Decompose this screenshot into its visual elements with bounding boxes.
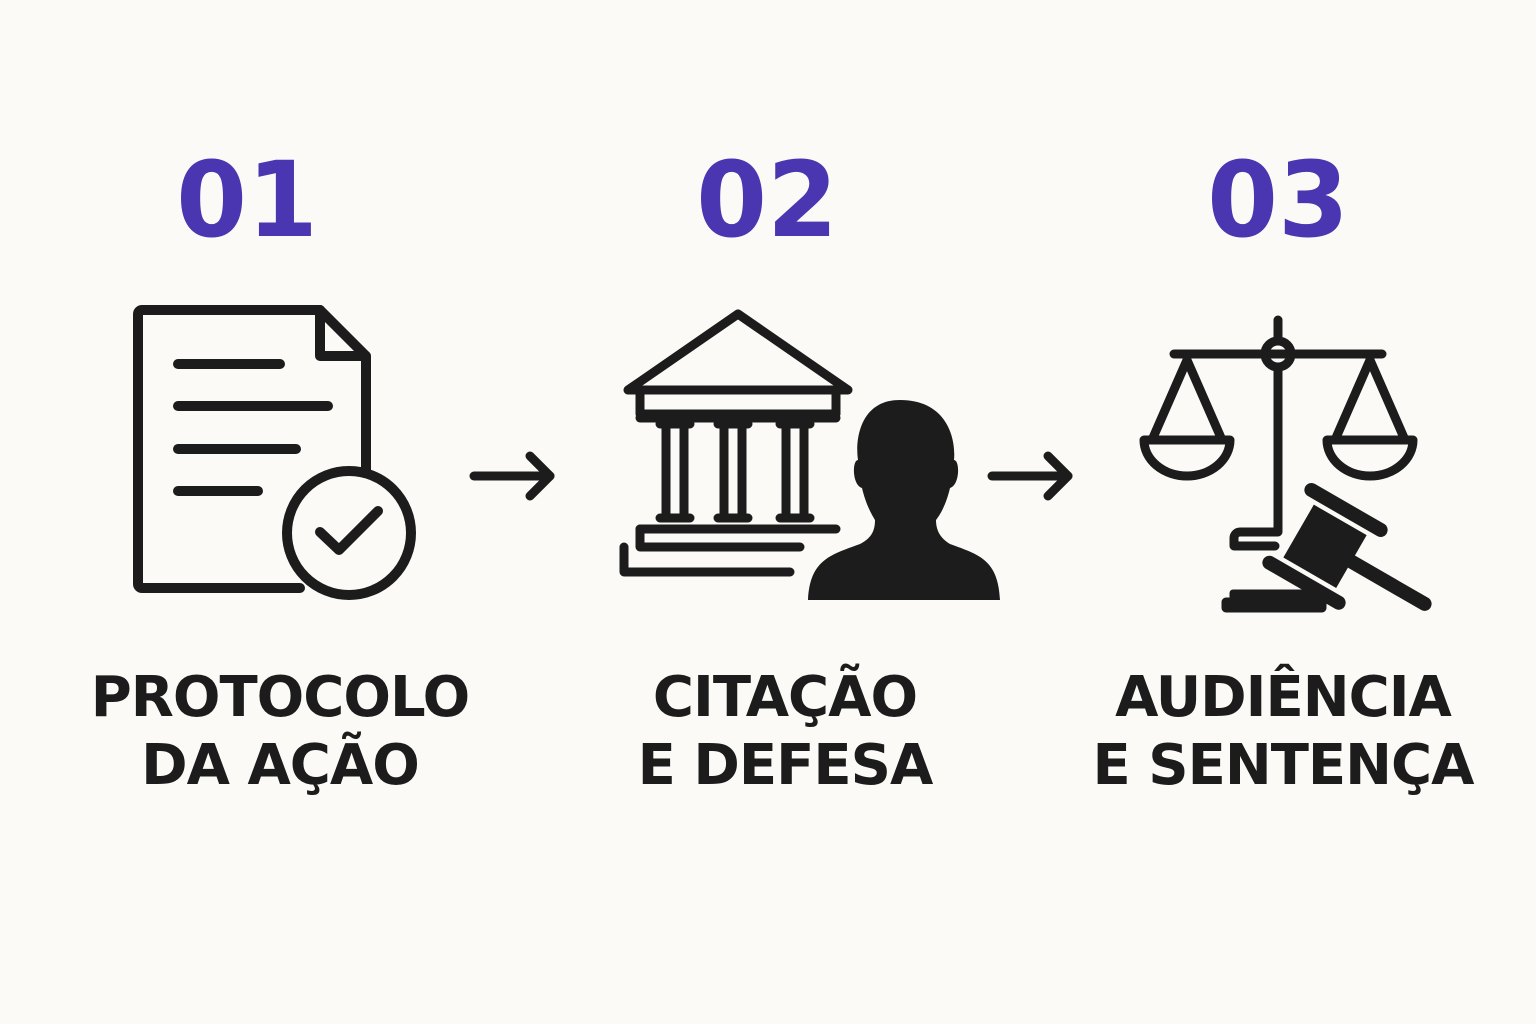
step-number: 01: [176, 139, 318, 261]
arrow-right-icon: [469, 451, 555, 501]
step-label-line1: PROTOCOLO: [90, 665, 471, 730]
scales-gavel-icon: [1139, 315, 1432, 613]
step-label-line1: AUDIÊNCIA: [1115, 665, 1452, 730]
document-check-icon: [133, 305, 416, 600]
step-label: PROTOCOLO DA AÇÃO: [50, 664, 510, 800]
step-label: CITAÇÃO E DEFESA: [555, 664, 1015, 800]
step-label-line2: E DEFESA: [637, 733, 934, 798]
step-label-line2: E SENTENÇA: [1092, 733, 1475, 798]
step-number: 03: [1207, 139, 1349, 261]
step-label-line2: DA AÇÃO: [141, 733, 420, 798]
step-label-line1: CITAÇÃO: [652, 665, 918, 730]
arrow-right-icon: [987, 451, 1073, 501]
courthouse-person-icon: [619, 309, 1000, 600]
person-silhouette: [808, 400, 1000, 600]
step-number: 02: [696, 139, 838, 261]
step-label: AUDIÊNCIA E SENTENÇA: [1053, 664, 1513, 800]
